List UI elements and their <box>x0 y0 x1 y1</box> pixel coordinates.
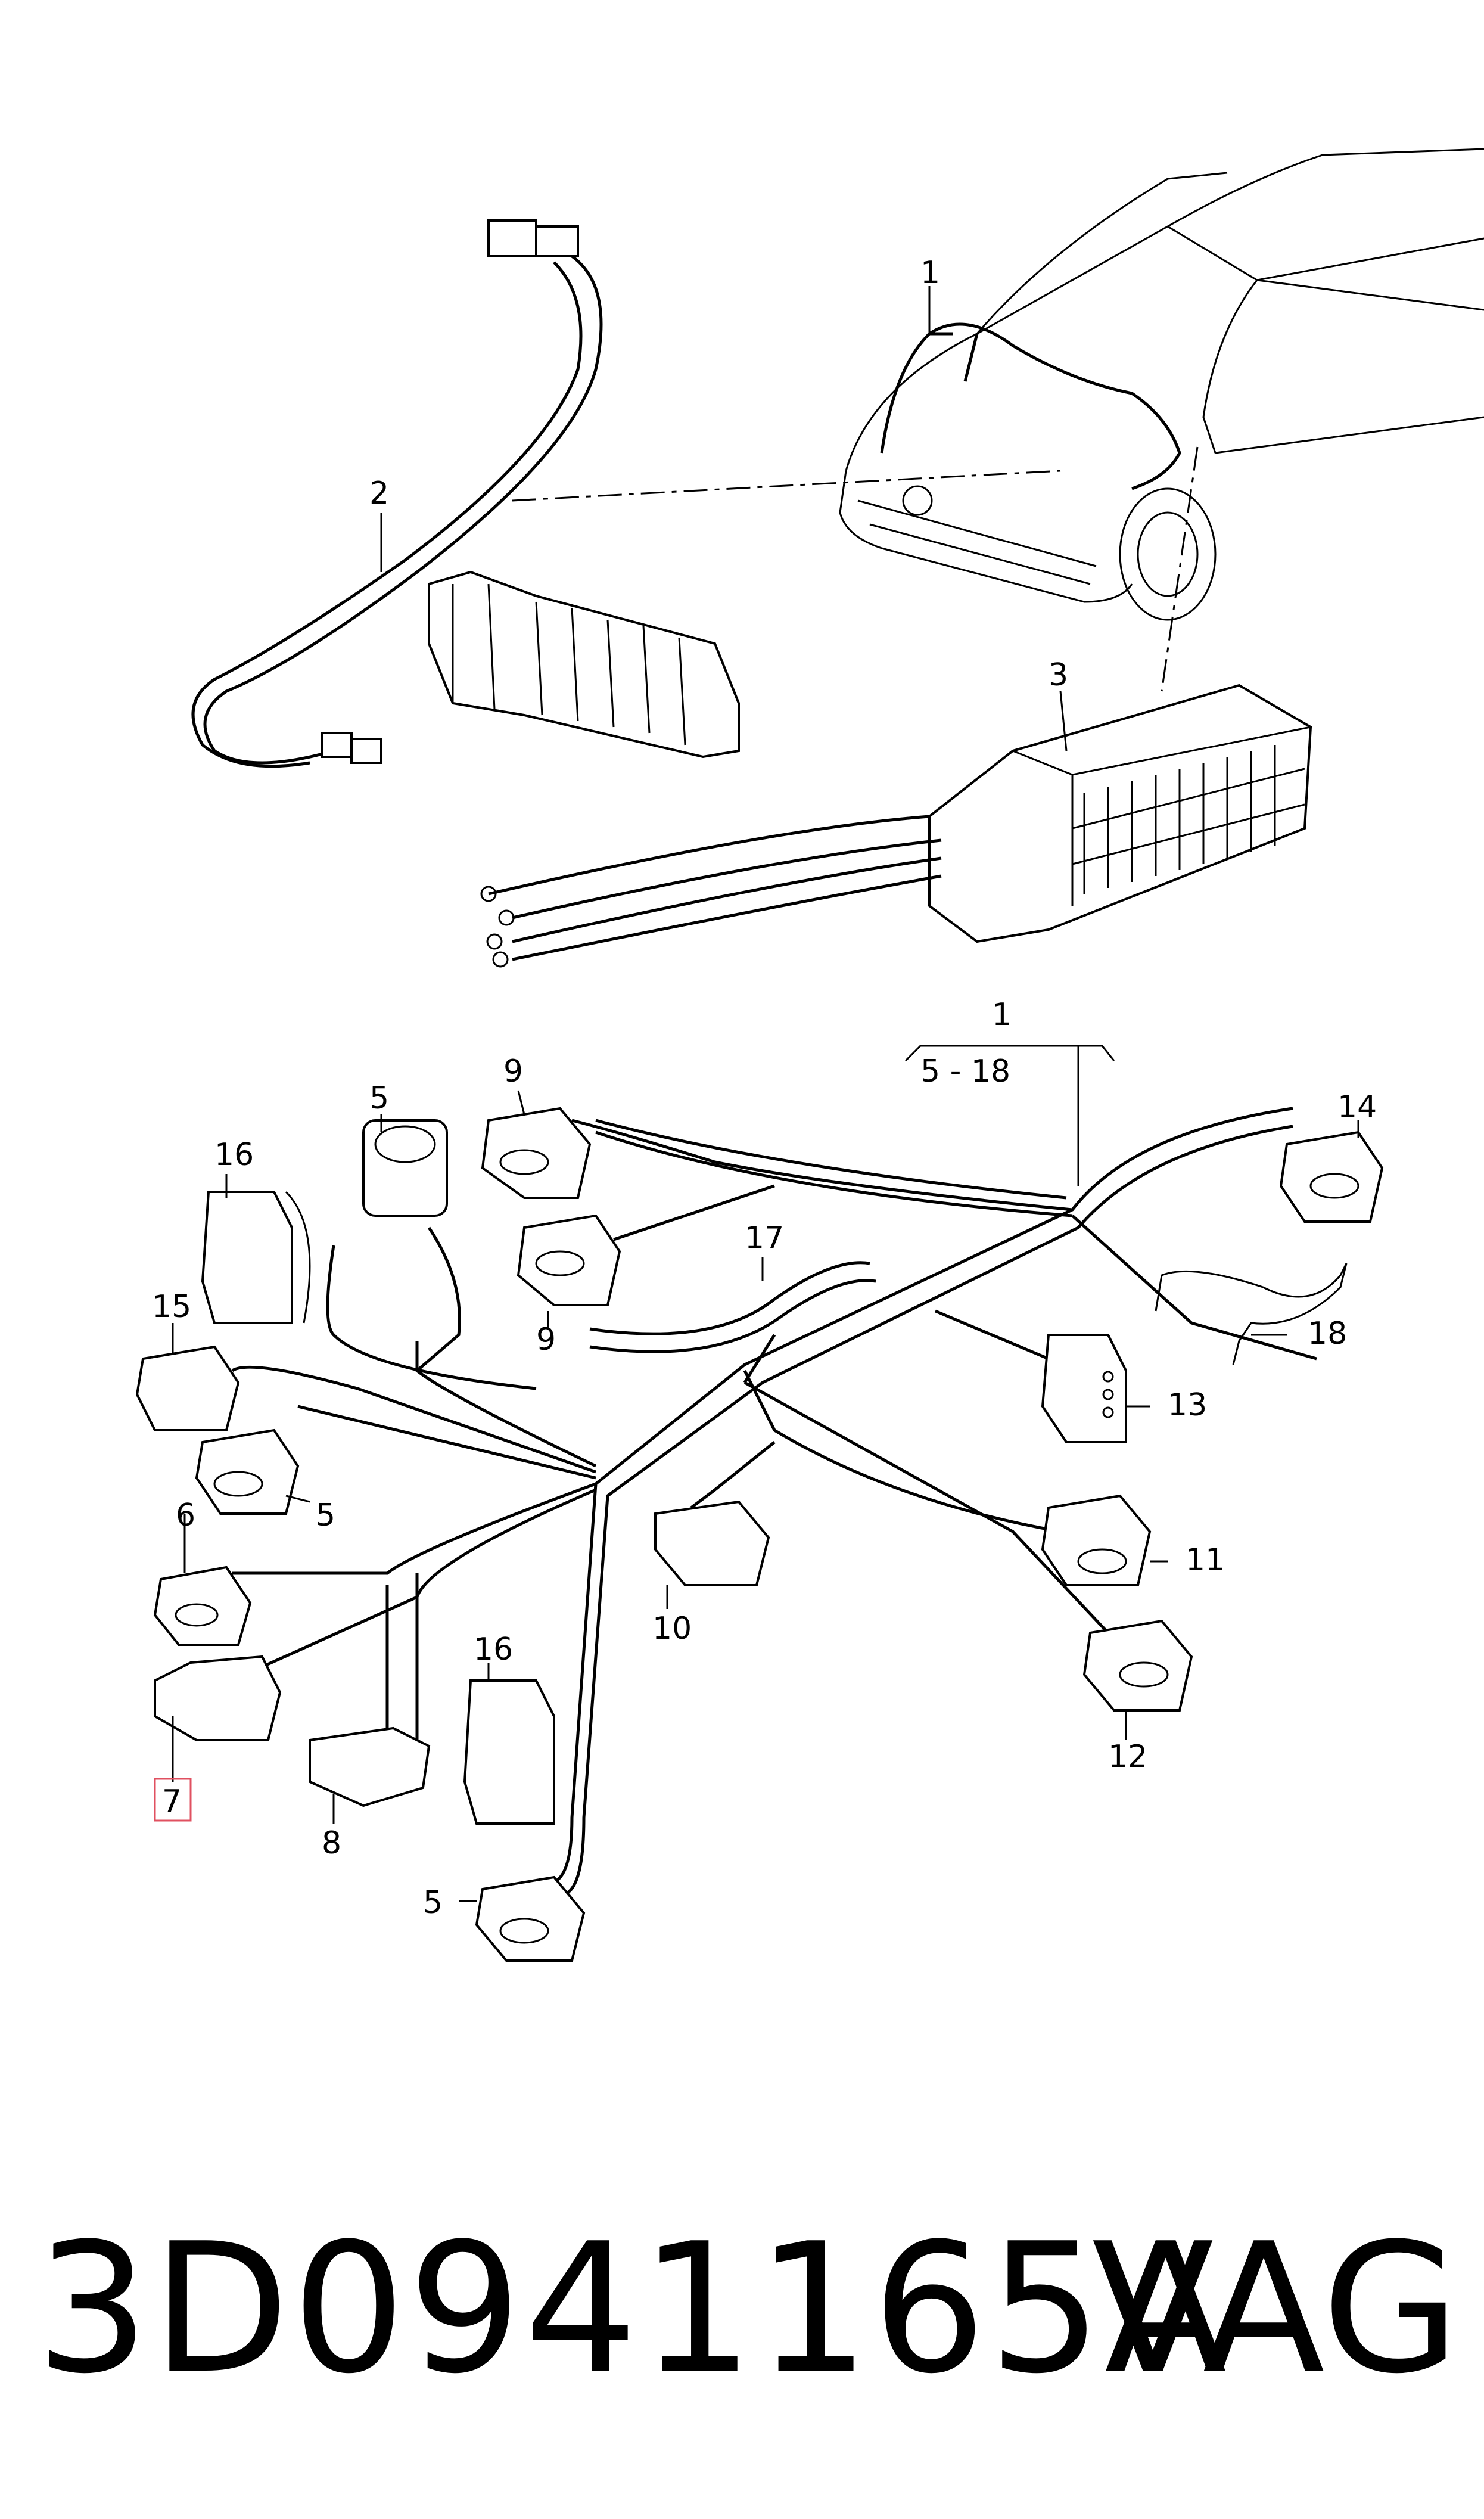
callout-18: 18 <box>1308 1316 1347 1352</box>
main-harness <box>178 1045 1317 1897</box>
callout-10: 10 <box>652 1611 692 1647</box>
callout-5-left: 5 <box>316 1498 335 1533</box>
connector-14 <box>1279 1130 1384 1223</box>
callout-13: 13 <box>1168 1387 1207 1423</box>
connector-5-bottom <box>475 1875 586 1962</box>
connector-12 <box>1082 1619 1193 1712</box>
relay-carrier <box>428 570 740 759</box>
connector-15 <box>135 1345 240 1431</box>
callout-9-mid: 9 <box>536 1322 556 1358</box>
connector-7 <box>154 1655 282 1741</box>
callout-6: 6 <box>176 1498 195 1533</box>
callout-17: 17 <box>745 1220 784 1256</box>
callout-14: 14 <box>1337 1089 1377 1125</box>
connector-5-left <box>195 1428 300 1515</box>
connector-6 <box>153 1566 252 1646</box>
callout-5-bottom: 5 <box>423 1885 443 1921</box>
connector-9-top <box>481 1107 592 1199</box>
callout-1-mid: 1 <box>992 997 1012 1033</box>
connector-16-left <box>201 1191 311 1324</box>
brand-label: VAG <box>1091 2205 1460 2413</box>
callout-9-top: 9 <box>503 1054 523 1089</box>
callout-11: 11 <box>1186 1542 1225 1578</box>
connector-17-hose <box>589 1261 876 1353</box>
part-2-harness <box>191 219 603 768</box>
callout-2: 2 <box>369 476 389 511</box>
callout-1-top: 1 <box>920 255 940 291</box>
connector-10 <box>654 1500 770 1586</box>
connector-8 <box>309 1726 431 1807</box>
highlight-box-7 <box>154 1778 192 1822</box>
car-illustration <box>839 148 1484 621</box>
connector-13 <box>1041 1334 1127 1443</box>
callout-15: 15 <box>152 1289 191 1325</box>
wiring-diagram: 1 2 3 1 5 - 18 5 9 9 16 15 5 6 7 8 16 5 … <box>135 148 1484 1962</box>
part-number: 3D0941165A <box>36 2205 1230 2413</box>
callout-leaders <box>172 286 1359 1902</box>
part-3-fusebox <box>480 684 1312 968</box>
callout-12: 12 <box>1108 1739 1147 1775</box>
connector-11 <box>1041 1494 1152 1586</box>
leader-line-2 <box>512 470 1061 502</box>
callout-3: 3 <box>1049 657 1068 693</box>
bracket-18 <box>1155 1263 1348 1365</box>
callout-8: 8 <box>322 1825 341 1861</box>
connector-16-mid <box>463 1679 555 1825</box>
connector-9-mid <box>517 1214 621 1306</box>
callout-5-top: 5 <box>369 1080 389 1116</box>
callout-range: 5 - 18 <box>920 1054 1010 1089</box>
callout-16-left: 16 <box>214 1137 254 1173</box>
callout-16-mid: 16 <box>474 1632 513 1667</box>
connector-5-top <box>362 1119 448 1217</box>
leader-line-3 <box>1161 446 1199 692</box>
callout-7: 7 <box>162 1784 182 1819</box>
